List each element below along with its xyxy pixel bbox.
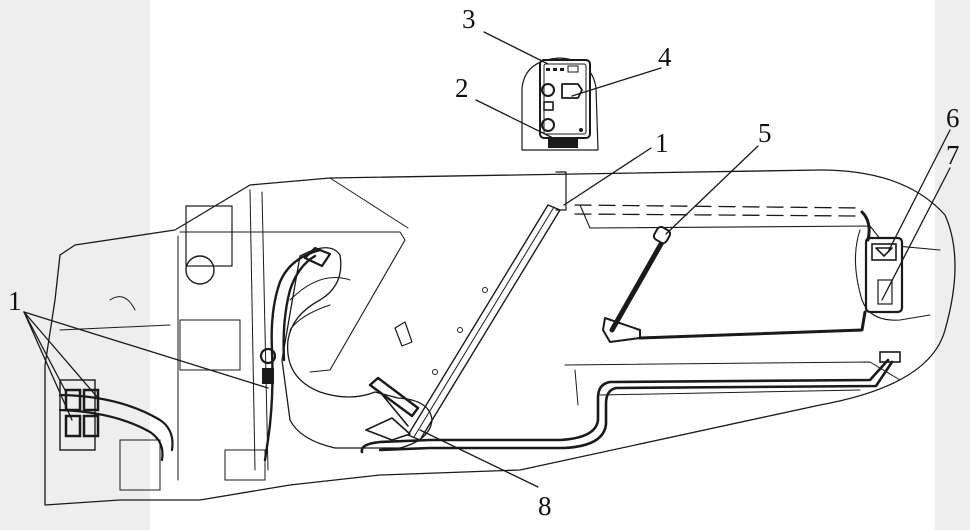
diagonal-strut xyxy=(407,171,567,441)
pedal xyxy=(365,321,420,441)
body-outline xyxy=(44,169,956,506)
leader-lines xyxy=(23,31,951,488)
gas-spring-lever xyxy=(602,225,672,343)
callout-6: 6 xyxy=(946,103,960,133)
hidden-pipe-upper xyxy=(574,204,863,209)
hydraulic-hoses xyxy=(58,210,894,462)
right-side-band xyxy=(935,0,970,530)
callout-4: 4 xyxy=(658,42,672,72)
hidden-pipe-lower xyxy=(574,213,859,217)
callout-1-left: 1 xyxy=(8,286,22,316)
hose-connector xyxy=(259,246,332,384)
callout-3: 3 xyxy=(462,4,476,34)
control-box xyxy=(521,57,599,151)
callout-5: 5 xyxy=(758,118,772,148)
valve-assembly xyxy=(854,229,931,363)
seat xyxy=(281,247,433,449)
callout-1-upper: 1 xyxy=(655,128,669,158)
left-side-band xyxy=(0,0,150,530)
callout-2: 2 xyxy=(455,73,469,103)
callout-7: 7 xyxy=(946,140,960,170)
callout-labels: 3 2 4 1 5 6 7 1 8 xyxy=(8,4,960,521)
callout-8: 8 xyxy=(538,491,552,521)
